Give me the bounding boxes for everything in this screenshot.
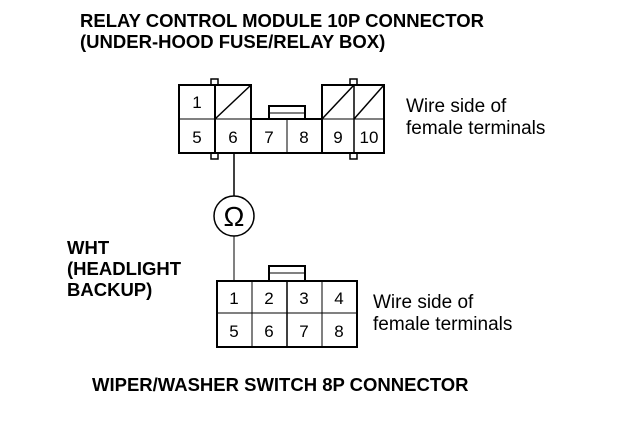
top-side-label-line1: Wire side of: [406, 96, 507, 117]
bottom-side-label-line2: female terminals: [373, 314, 513, 335]
bottom-terminal-4: 4: [334, 289, 343, 308]
empty-cavity-slash: [353, 84, 385, 120]
top-connector-title-line1: RELAY CONTROL MODULE 10P CONNECTOR: [80, 10, 484, 31]
top-terminal-1: 1: [192, 93, 201, 112]
guide-tab: [210, 78, 219, 86]
bottom-terminal-3: 3: [299, 289, 308, 308]
top-terminal-6: 6: [228, 128, 237, 147]
guide-tab: [210, 152, 219, 160]
bottom-terminal-5: 5: [229, 322, 238, 341]
bottom-terminal-7: 7: [299, 322, 308, 341]
empty-cavity-slash: [321, 84, 355, 120]
top-connector-title-line2: (UNDER-HOOD FUSE/RELAY BOX): [80, 31, 386, 52]
ohm-symbol: Ω: [224, 201, 245, 232]
guide-tab: [349, 78, 358, 86]
bottom-terminal-8: 8: [334, 322, 343, 341]
relay-control-module-connector: [178, 78, 385, 160]
bottom-terminal-2: 2: [264, 289, 273, 308]
bottom-terminal-1: 1: [229, 289, 238, 308]
wire-color-label: WHT: [67, 237, 110, 258]
top-terminal-8: 8: [299, 128, 308, 147]
bottom-terminal-6: 6: [264, 322, 273, 341]
top-terminal-10: 10: [360, 128, 379, 147]
wiper-washer-switch-connector: [216, 265, 358, 348]
bottom-connector-title: WIPER/WASHER SWITCH 8P CONNECTOR: [92, 374, 469, 395]
top-terminal-9: 9: [333, 128, 342, 147]
guide-tab: [349, 152, 358, 160]
wire-circuit-label-line1: (HEADLIGHT: [67, 258, 182, 279]
top-terminal-7: 7: [264, 128, 273, 147]
wire-circuit-label-line2: BACKUP): [67, 279, 153, 300]
top-terminal-5: 5: [192, 128, 201, 147]
bottom-side-label-line1: Wire side of: [373, 292, 474, 313]
top-side-label-line2: female terminals: [406, 118, 546, 139]
empty-cavity-slash: [214, 84, 252, 120]
